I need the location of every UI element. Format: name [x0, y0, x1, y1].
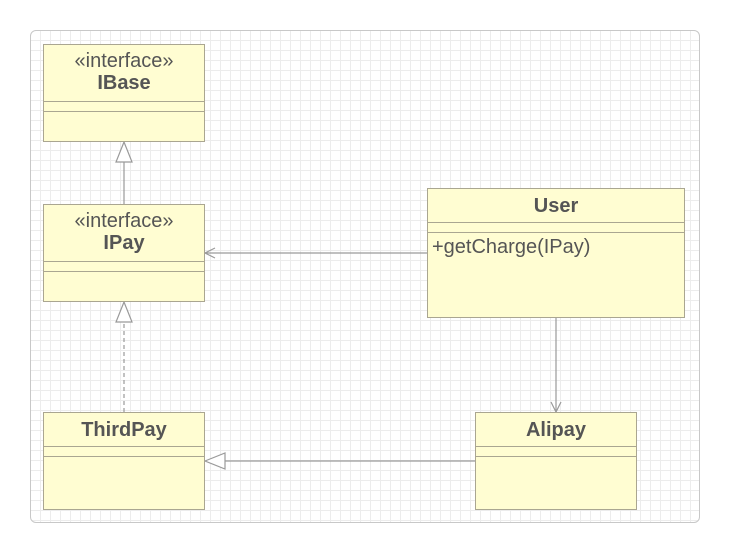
class-ibase-header: «interface» IBase	[44, 45, 204, 102]
class-alipay-header: Alipay	[476, 413, 636, 447]
method-getcharge: +getCharge(IPay)	[432, 236, 591, 258]
attributes-compartment	[428, 223, 684, 233]
class-name: Alipay	[525, 419, 587, 441]
hollow-triangle-arrowhead	[115, 140, 133, 163]
operations-compartment: +getCharge(IPay)	[428, 233, 684, 259]
attributes-compartment	[44, 262, 204, 272]
hollow-triangle-arrowhead	[203, 452, 226, 470]
class-name: ThirdPay	[81, 419, 167, 441]
open-arrowhead	[203, 247, 216, 259]
attributes-compartment	[476, 447, 636, 457]
hollow-triangle-arrowhead	[115, 300, 133, 323]
class-name: IBase	[97, 72, 151, 94]
class-user-header: User	[428, 189, 684, 223]
attributes-compartment	[44, 102, 204, 112]
class-name: User	[533, 195, 579, 217]
class-user[interactable]: User +getCharge(IPay)	[427, 188, 685, 318]
attributes-compartment	[44, 447, 204, 457]
class-alipay[interactable]: Alipay	[475, 412, 637, 510]
class-thirdpay-header: ThirdPay	[44, 413, 204, 447]
class-thirdpay[interactable]: ThirdPay	[43, 412, 205, 510]
class-ipay[interactable]: «interface» IPay	[43, 204, 205, 302]
class-ipay-header: «interface» IPay	[44, 205, 204, 262]
stereotype-label: «interface»	[74, 210, 174, 232]
stereotype-label: «interface»	[74, 50, 174, 72]
class-ibase[interactable]: «interface» IBase	[43, 44, 205, 142]
class-name: IPay	[103, 232, 145, 254]
